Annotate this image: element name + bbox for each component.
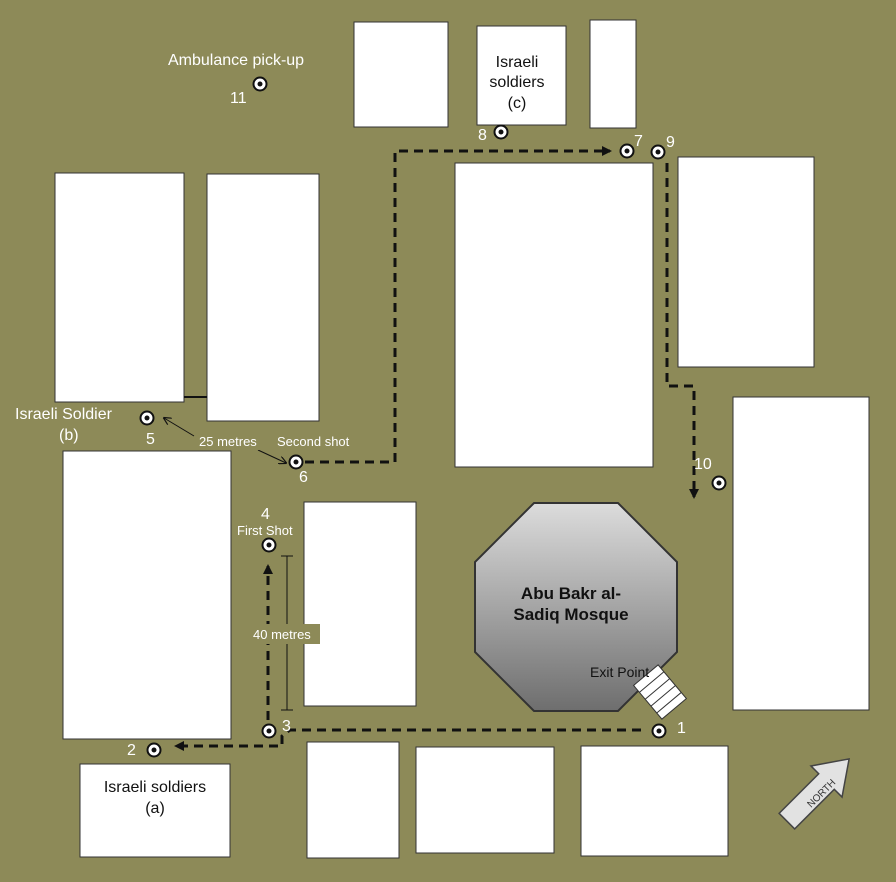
building [732, 396, 870, 711]
soldiers-c-label-3: (c) [508, 95, 527, 112]
point-marker-10 [711, 475, 727, 491]
exit-stairs [632, 664, 688, 720]
point-marker-3 [261, 723, 277, 739]
point-marker-2 [146, 742, 162, 758]
first-shot-label: First Shot [237, 523, 293, 538]
point-label-3: 3 [282, 718, 291, 735]
mosque-building [474, 502, 678, 712]
building [353, 21, 449, 128]
dist-25-label-bg [196, 431, 266, 450]
point-marker-8 [493, 124, 509, 140]
soldiers-c-label-1: Israeli [496, 54, 539, 71]
ambulance-label: Ambulance pick-up [168, 52, 304, 69]
dist-25-line-upper [164, 418, 195, 437]
building-soldiers-c [476, 25, 567, 126]
point-marker-1 [651, 723, 667, 739]
building [454, 162, 654, 468]
building [415, 746, 555, 854]
point-label-5: 5 [146, 431, 155, 448]
dist-25-label: 25 metres [199, 434, 257, 449]
point-label-6: 6 [299, 469, 308, 486]
building [677, 156, 815, 368]
dist-40-label: 40 metres [253, 627, 311, 642]
point-markers [139, 76, 727, 758]
soldiers-a-label-1: Israeli soldiers [104, 779, 206, 796]
point-marker-7 [619, 143, 635, 159]
point-marker-5 [139, 410, 155, 426]
point-marker-9 [650, 144, 666, 160]
building-soldiers-a [79, 763, 231, 858]
buildings [54, 19, 870, 859]
mosque-label-1: Abu Bakr al- [521, 584, 621, 603]
point-label-9: 9 [666, 134, 675, 151]
point-label-4: 4 [261, 506, 270, 523]
soldier-b-label: Israeli Soldier [15, 406, 113, 423]
point-marker-6 [288, 454, 304, 470]
building [589, 19, 637, 129]
route-1-to-2 [174, 728, 641, 751]
building [580, 745, 729, 857]
point-label-11: 11 [230, 90, 247, 107]
route-6-to-7 [305, 146, 612, 464]
point-label-8: 8 [478, 127, 487, 144]
second-shot-label: Second shot [277, 434, 350, 449]
soldiers-c-label-2: soldiers [489, 74, 544, 91]
point-marker-4 [261, 537, 277, 553]
route-9-to-10 [665, 163, 699, 499]
point-label-7: 7 [634, 133, 643, 150]
point-label-2: 2 [127, 742, 136, 759]
point-label-1: 1 [677, 720, 686, 737]
building [306, 741, 400, 859]
point-marker-11 [252, 76, 268, 92]
point-label-10: 10 [694, 456, 712, 473]
soldiers-a-label-2: (a) [145, 800, 165, 817]
dist-40-label-bg [250, 624, 320, 644]
soldier-b-sublabel: (b) [59, 427, 79, 444]
dist-25-line-lower [257, 449, 286, 463]
building [303, 501, 417, 707]
building [54, 172, 185, 403]
exit-point-label: Exit Point [590, 664, 649, 680]
mosque-label-2: Sadiq Mosque [513, 605, 628, 624]
building [206, 173, 320, 422]
building [62, 450, 232, 740]
